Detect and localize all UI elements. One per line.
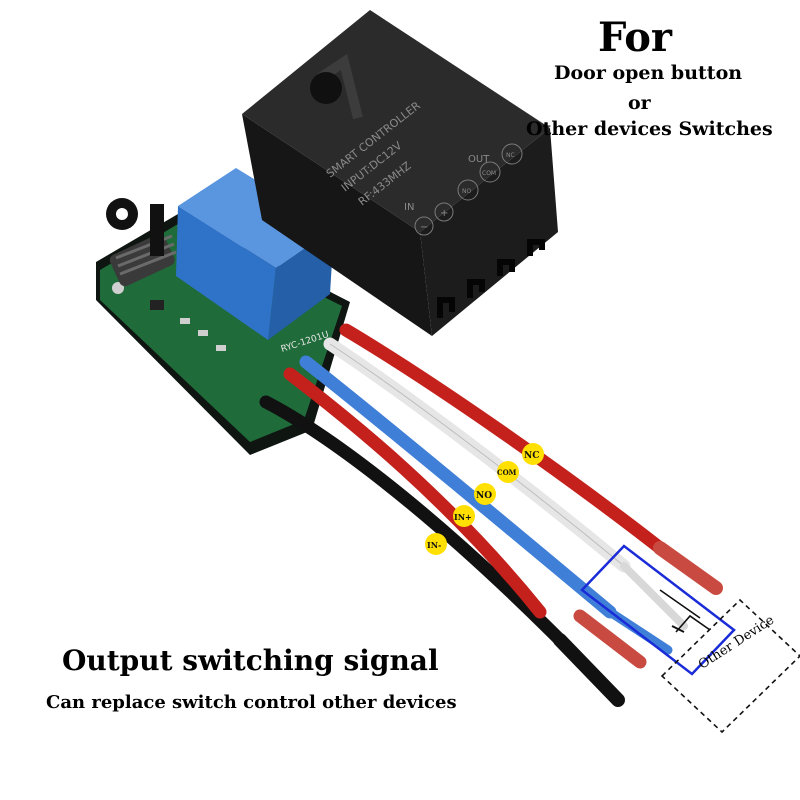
case-in-label: IN (404, 202, 414, 213)
other-device-box (660, 598, 800, 734)
wire-red-nc-end (653, 541, 723, 595)
case-minus-label: − (420, 222, 428, 233)
heading-line-3: Other devices Switches (526, 118, 773, 140)
case-no-label: NO (462, 188, 471, 195)
wire-white-end (620, 562, 688, 630)
output-subtitle: Can replace switch control other devices (46, 692, 457, 713)
heading-line-2: or (628, 92, 651, 114)
wire-red-inplus (283, 367, 547, 619)
wire-red-inplus-end (573, 609, 647, 669)
svg-text:NC: NC (524, 451, 539, 461)
wire-white-outline (329, 343, 625, 567)
wire-red-nc (339, 323, 667, 555)
tag-nc: NC (522, 443, 544, 465)
tag-in-plus: IN+ (453, 505, 475, 527)
tag-in-minus: IN- (425, 533, 447, 555)
tag-com: COM (497, 461, 519, 483)
case-nc-label: NC (506, 152, 515, 159)
svg-text:IN+: IN+ (454, 512, 472, 522)
svg-text:NO: NO (476, 491, 492, 501)
tag-no: NO (474, 483, 496, 505)
case-com-label: COM (482, 170, 496, 177)
wire-black (259, 395, 567, 647)
case-plus-label: + (440, 208, 448, 219)
controller-case: SMART CONTROLLER INPUT:DC12V RF:433MHZ I… (242, 10, 558, 336)
wire-blue (299, 355, 617, 619)
output-title: Output switching signal (62, 644, 439, 677)
wire-tags: NC COM NO IN+ IN- (425, 443, 544, 555)
svg-text:COM: COM (497, 468, 517, 477)
switch-diagram (580, 544, 736, 676)
heading-line-1: Door open button (554, 62, 743, 84)
case-out-label: OUT (468, 154, 490, 165)
wires (259, 323, 723, 707)
svg-text:IN-: IN- (427, 540, 441, 550)
wire-black-end (553, 633, 625, 707)
mounting-tab (106, 198, 164, 256)
heading-title: For (598, 14, 672, 61)
